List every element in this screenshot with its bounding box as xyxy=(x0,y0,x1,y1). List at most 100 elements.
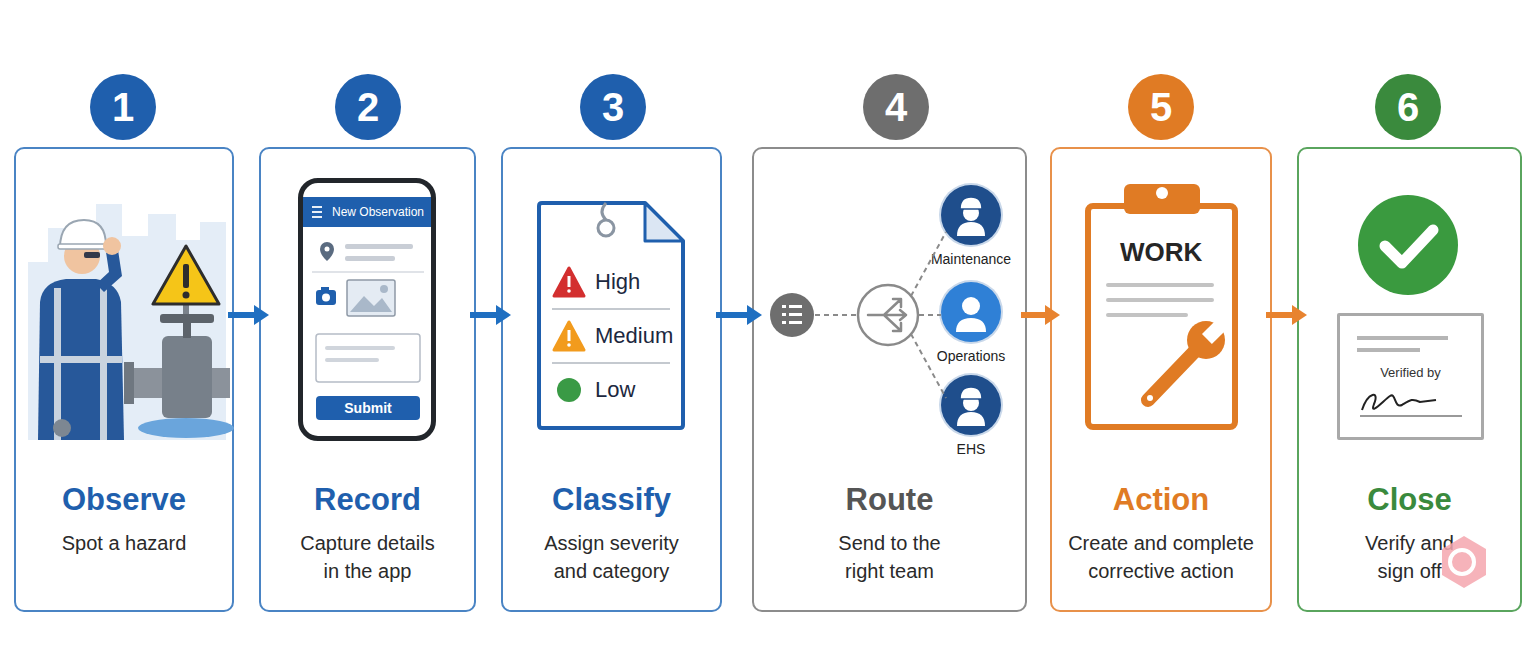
wrench-handle xyxy=(1148,350,1196,400)
pipe xyxy=(126,368,230,398)
step-panel: ObserveSpot a hazard xyxy=(14,147,234,612)
wrench-jaw xyxy=(1202,320,1226,344)
flow-arrow xyxy=(1021,312,1048,318)
step-panel: RecordCapture details in the appNew Obse… xyxy=(259,147,476,612)
step-title: Close xyxy=(1297,482,1522,518)
tag-fold xyxy=(645,203,683,241)
step-description: Send to the right team xyxy=(825,529,955,585)
severity-level: High xyxy=(595,268,683,296)
location-pin-dot xyxy=(325,247,330,252)
text-field-line xyxy=(325,358,379,362)
report-icon-line xyxy=(782,305,786,308)
severity-level: Low xyxy=(595,376,683,404)
step-title: Route xyxy=(752,482,1027,518)
glove xyxy=(53,419,71,437)
severity-level: Medium xyxy=(595,322,683,350)
step-number: 5 xyxy=(1128,74,1194,140)
submit-button: Submit xyxy=(316,396,420,420)
step-panel: ClassifyAssign severity and category High… xyxy=(501,147,722,612)
report-icon-line xyxy=(789,313,802,316)
watermark-logo-ring xyxy=(1450,550,1474,574)
location-pin xyxy=(320,242,334,261)
team-name: Maintenance xyxy=(911,250,1031,268)
vest-stripe xyxy=(40,356,122,363)
report-icon-line xyxy=(789,305,802,308)
worker-head xyxy=(64,238,100,274)
flow-arrow xyxy=(1266,312,1295,318)
tag-string xyxy=(602,203,606,220)
verification-label: Verified by xyxy=(1340,364,1481,382)
flow-arrow xyxy=(716,312,750,318)
valve-stem xyxy=(183,320,191,338)
valve-wheel xyxy=(160,314,214,323)
report-icon xyxy=(770,293,814,337)
step-description: Create and complete corrective action xyxy=(1061,529,1261,585)
warning-mark xyxy=(183,292,190,299)
sign-post xyxy=(183,300,189,332)
dashed-route-line xyxy=(911,334,946,398)
work-order-line xyxy=(1108,283,1212,287)
field-line xyxy=(345,256,395,261)
avatar-body xyxy=(957,412,985,426)
dashed-route-line xyxy=(815,314,857,316)
team-avatar: Operations xyxy=(941,282,1001,342)
router-icon xyxy=(858,285,918,345)
avatar-head xyxy=(963,205,979,221)
step-number: 1 xyxy=(90,74,156,140)
arrow-head xyxy=(1045,305,1060,325)
work-order-clipboard: WORK xyxy=(1085,203,1238,430)
button-label: Submit xyxy=(316,396,420,420)
avatar-body xyxy=(957,222,985,236)
work-order-heading: WORK xyxy=(1120,236,1220,268)
arrow-head xyxy=(496,305,511,325)
vest-stripe xyxy=(100,288,107,440)
step-description: Assign severity and category xyxy=(538,529,686,585)
flow-arrow xyxy=(228,312,257,318)
avatar-head xyxy=(962,297,980,315)
photo-sun xyxy=(380,285,388,293)
clipboard-clip xyxy=(1124,184,1200,214)
screen-header: New Observation xyxy=(332,197,431,227)
tag-eyelet xyxy=(598,220,614,236)
hard-hat-brim xyxy=(58,244,110,249)
worker-hand xyxy=(103,237,121,255)
step-panel: CloseVerify and sign off Verified by xyxy=(1297,147,1522,612)
severity-divider xyxy=(552,362,670,364)
work-order-line xyxy=(1108,313,1186,317)
menu-icon xyxy=(312,211,322,213)
warning-sign xyxy=(153,246,219,304)
team-avatar: Maintenance xyxy=(941,185,1001,245)
step-number: 6 xyxy=(1375,74,1441,140)
arrow-head xyxy=(747,305,762,325)
step-number-text: 1 xyxy=(90,74,156,140)
severity-divider xyxy=(552,308,670,310)
avatar-hard-hat xyxy=(960,197,982,209)
avatar-hard-hat xyxy=(960,387,982,399)
dashed-route-line xyxy=(911,232,946,296)
medium-severity-icon xyxy=(554,322,584,350)
skyline-backdrop xyxy=(28,204,226,440)
router-arrows xyxy=(868,299,906,331)
high-severity-icon xyxy=(554,268,584,296)
pipe-flange xyxy=(124,362,134,404)
step-description: Capture details in the app xyxy=(294,529,442,585)
dashed-route-line xyxy=(919,314,941,316)
avatar-body xyxy=(956,318,986,332)
step-number-text: 6 xyxy=(1375,74,1441,140)
work-order-line xyxy=(1108,298,1212,302)
arrow-head xyxy=(1292,305,1307,325)
clipboard-clip-hole xyxy=(1156,187,1168,199)
team-name: EHS xyxy=(911,440,1031,458)
step-title: Observe xyxy=(14,482,234,518)
camera-icon xyxy=(321,287,329,291)
team-avatar: EHS xyxy=(941,375,1001,435)
camera-lens xyxy=(322,294,330,302)
check-mark xyxy=(1385,230,1433,263)
step-number-text: 3 xyxy=(580,74,646,140)
arrow-head xyxy=(254,305,269,325)
camera-icon xyxy=(316,290,336,305)
step-description: Verify and sign off xyxy=(1350,529,1470,585)
signature-line xyxy=(1360,415,1462,417)
certificate-line xyxy=(1357,336,1448,340)
step-title: Classify xyxy=(501,482,722,518)
